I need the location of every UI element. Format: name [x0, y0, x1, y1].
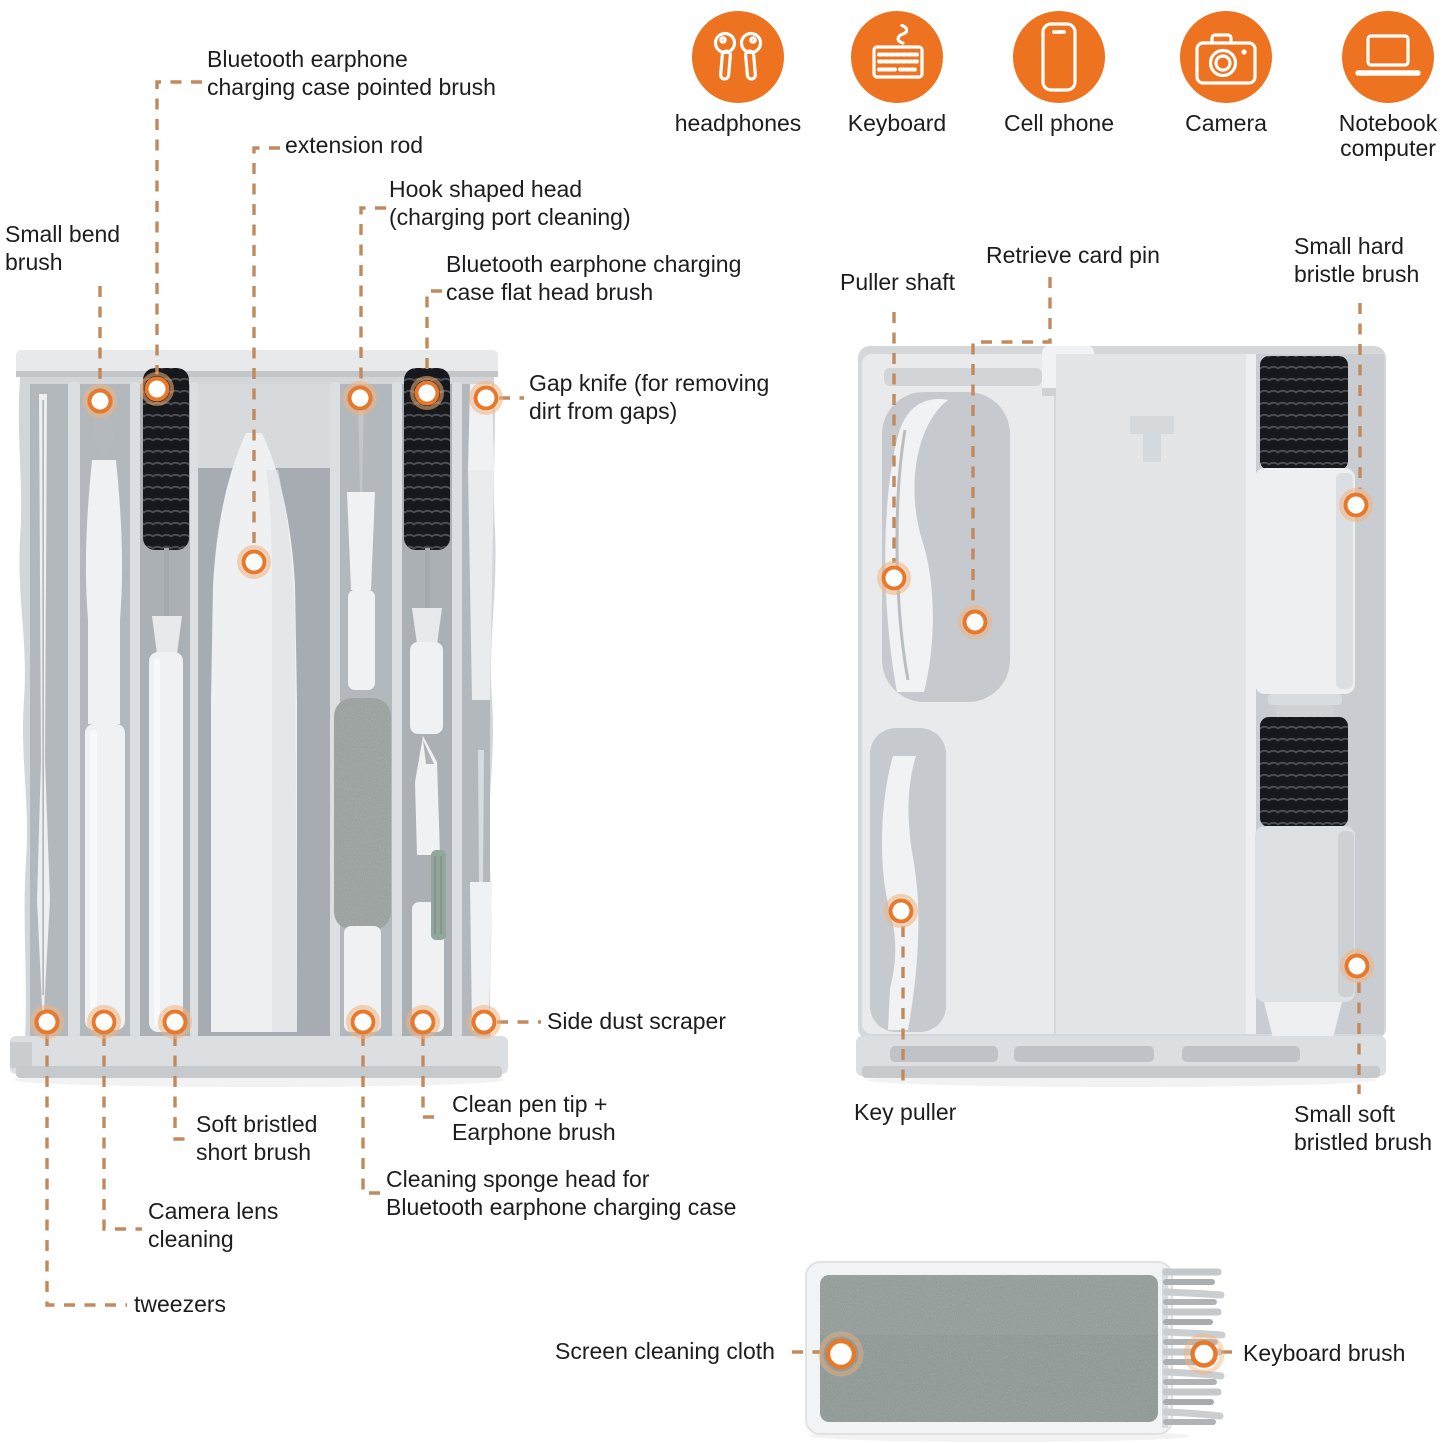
key-puller-tool — [870, 728, 946, 1032]
marker-clean-pen-tip — [406, 1005, 440, 1039]
small-hard-bristle-brush-tool — [1255, 356, 1355, 717]
marker-key-puller — [884, 894, 918, 928]
cleaning-cloth-illustration — [805, 1261, 1226, 1442]
left-tray-illustration — [10, 350, 508, 1087]
label-extension-rod: extension rod — [285, 132, 424, 158]
label-screen-cloth: Screen cleaning cloth — [555, 1338, 775, 1364]
marker-extension-rod — [237, 545, 271, 579]
label-side-dust-scraper: Side dust scraper — [547, 1008, 726, 1034]
cell-phone-icon — [1013, 11, 1105, 103]
label-tweezers: tweezers — [134, 1291, 227, 1317]
marker-tweezers — [30, 1005, 64, 1039]
marker-gap-knife — [469, 381, 503, 415]
label-flat-head-brush: Bluetooth earphone charging case flat he… — [446, 251, 742, 305]
earbuds-icon — [692, 11, 784, 103]
device-notebook-computer: Notebook computer — [1313, 11, 1445, 161]
label-small-hard-bristle: Small hard bristle brush — [1294, 233, 1420, 287]
label-pointed-brush: Bluetooth earphone charging case pointed… — [207, 46, 496, 100]
right-tray-illustration — [856, 346, 1386, 1087]
camera-icon — [1180, 11, 1272, 103]
marker-small-hard-bristle — [1339, 488, 1373, 522]
leader-lines — [45, 80, 1362, 1354]
puller-shaft-tool — [882, 392, 1010, 702]
label-puller-shaft: Puller shaft — [840, 269, 956, 295]
gap-knife-tool — [468, 384, 494, 700]
pointed-spiral-brush-tool — [143, 368, 189, 1032]
small-bend-brush-tool — [85, 404, 125, 1030]
brush-seam — [1162, 1268, 1168, 1428]
marker-sponge-head — [346, 1005, 380, 1039]
marker-keyboard-brush — [1183, 1333, 1225, 1375]
label-key-puller: Key puller — [854, 1099, 957, 1125]
device-keyboard: Keyboard — [822, 11, 972, 136]
sponge-head-tool — [334, 698, 391, 1032]
label-sponge-head: Cleaning sponge head for Bluetooth earph… — [386, 1166, 737, 1220]
label-gap-knife: Gap knife (for removing dirt from gaps) — [529, 370, 770, 424]
label-keyboard-brush: Keyboard brush — [1243, 1340, 1406, 1366]
device-label: headphones — [674, 110, 802, 136]
clean-pen-tip-tool — [412, 736, 446, 1032]
label-small-soft-bristled: Small soft bristled brush — [1294, 1101, 1433, 1155]
device-cell-phone: Cell phone — [984, 11, 1134, 136]
marker-screen-cloth — [818, 1331, 864, 1377]
marker-puller-shaft — [877, 561, 911, 595]
label-hook-head: Hook shaped head (charging port cleaning… — [389, 176, 631, 230]
label-clean-pen-tip: Clean pen tip + Earphone brush — [452, 1091, 616, 1145]
callout-markers — [30, 372, 1374, 1377]
device-camera: Camera — [1151, 11, 1301, 136]
keyboard-icon — [851, 11, 943, 103]
marker-small-soft-bristled — [1340, 949, 1374, 983]
notebook-computer-icon — [1342, 11, 1434, 103]
side-dust-scraper-tool — [470, 750, 492, 1030]
label-camera-lens: Camera lens cleaning — [148, 1198, 279, 1252]
hook-head-tool — [347, 399, 375, 690]
marker-flat-head-brush — [410, 376, 444, 410]
device-label: Notebook computer — [1338, 110, 1438, 161]
marker-retrieve-card-pin — [958, 605, 992, 639]
label-small-bend-brush: Small bend brush — [5, 221, 121, 275]
marker-small-bend-brush — [83, 384, 117, 418]
marker-hook-head — [343, 381, 377, 415]
label-retrieve-card-pin: Retrieve card pin — [986, 242, 1160, 268]
device-label: Camera — [1185, 110, 1267, 136]
marker-soft-bristled — [158, 1005, 192, 1039]
marker-camera-lens — [87, 1005, 121, 1039]
device-label: Cell phone — [1004, 110, 1114, 136]
marker-side-dust-scraper — [467, 1005, 501, 1039]
device-headphones: headphones — [663, 11, 813, 136]
flat-head-spiral-brush-tool — [404, 368, 450, 734]
label-soft-bristled: Soft bristled short brush — [196, 1111, 318, 1165]
device-label: Keyboard — [847, 110, 947, 136]
tweezers-tool — [37, 394, 50, 1028]
small-soft-bristled-brush-tool — [1255, 717, 1355, 1042]
extension-rod-tool — [211, 433, 297, 1032]
marker-pointed-brush — [140, 372, 174, 406]
